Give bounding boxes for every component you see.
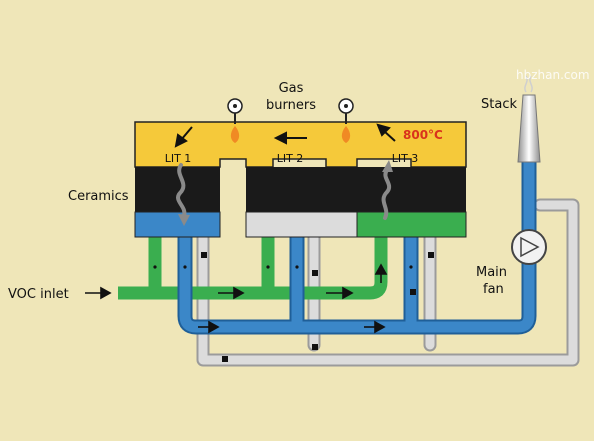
- lit3-ceramics: [357, 167, 466, 212]
- gas-burners-label-line1: Gas: [279, 81, 304, 96]
- voc-inlet-duct: [118, 237, 388, 300]
- lit2-unit: [245, 167, 358, 238]
- fan-icon: [511, 229, 547, 265]
- flame-icon: [230, 126, 240, 143]
- lit2-label: LIT 2: [277, 152, 304, 165]
- lit1-unit: [134, 167, 221, 238]
- lit2-plenum: [245, 211, 358, 238]
- burner-icon: [227, 98, 243, 124]
- valves: [201, 252, 434, 362]
- lit1-plenum: [134, 211, 221, 238]
- main-fan-label-line1: Main: [476, 265, 507, 280]
- lit3-plenum: [356, 211, 467, 238]
- clean-gas-duct: [177, 160, 537, 335]
- temperature-label: 800°C: [403, 128, 443, 142]
- flame-icon: [341, 126, 351, 143]
- main-fan-label-line2: fan: [483, 282, 504, 297]
- lit3-label: LIT 3: [392, 152, 419, 165]
- flow-arrow-icon: [273, 131, 307, 145]
- lit2-ceramics: [246, 167, 357, 212]
- ceramics-label: Ceramics: [68, 189, 129, 204]
- burner-icon: [338, 98, 354, 124]
- flow-arrow-icon: [381, 160, 393, 220]
- smoke-icon: [524, 75, 533, 93]
- gas-burners-label-line2: burners: [266, 98, 316, 113]
- flow-arrow-icon: [176, 163, 190, 226]
- lit3-unit: [356, 167, 467, 238]
- lit1-ceramics: [135, 167, 220, 212]
- stack-icon: [517, 94, 541, 163]
- lit1-label: LIT 1: [165, 152, 192, 165]
- flow-arrow-icon: [85, 263, 388, 334]
- stack-label: Stack: [481, 97, 517, 112]
- voc-inlet-label: VOC inlet: [8, 287, 69, 302]
- flow-arrow-icon: [376, 123, 396, 142]
- flow-arrow-icon: [174, 126, 193, 148]
- watermark: hbzhan.com: [516, 68, 590, 82]
